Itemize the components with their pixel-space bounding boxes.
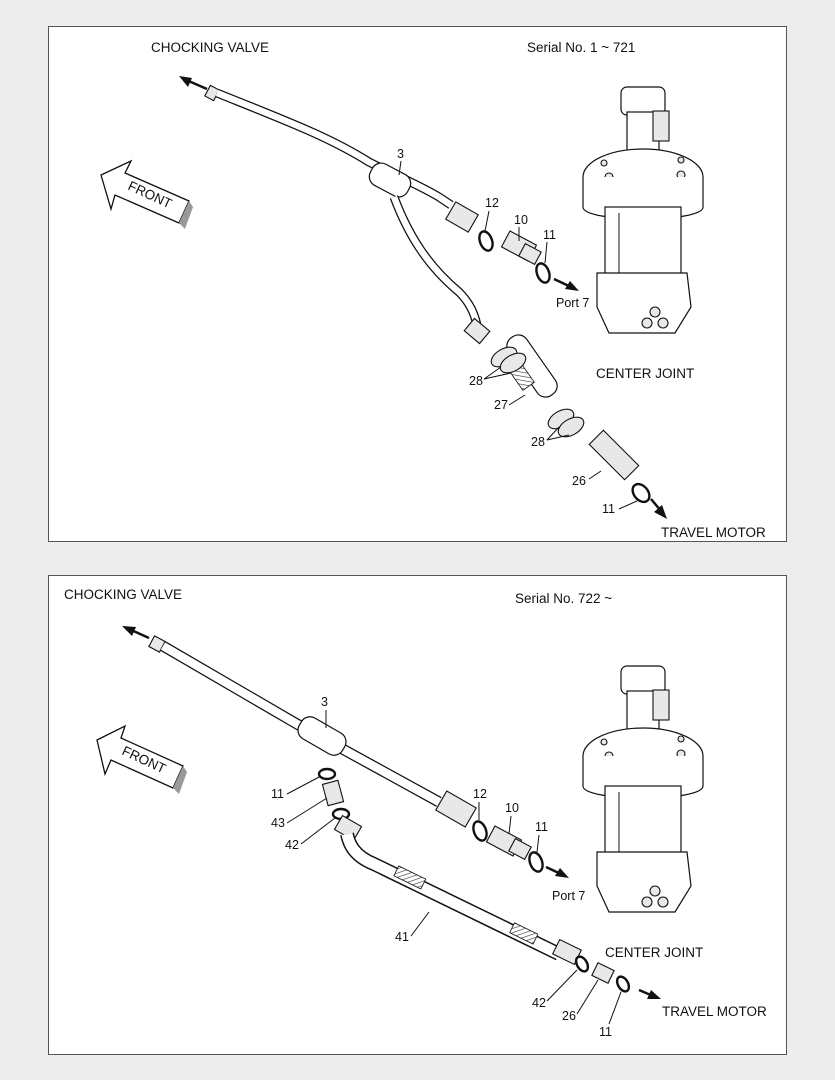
o-ring-12 [478, 230, 494, 252]
o-ring-12 [472, 820, 488, 842]
o-ring-11-top [528, 851, 544, 873]
chocking-valve-label: CHOCKING VALVE [151, 40, 269, 55]
center-joint-label: CENTER JOINT [596, 366, 694, 381]
front-arrow-icon: FRONT [100, 159, 193, 229]
callout-26: 26 [572, 474, 586, 488]
callout-11-end: 11 [599, 1025, 612, 1039]
o-ring-11-end [615, 975, 631, 993]
callout-11-top: 11 [535, 820, 548, 834]
callout-27: 27 [494, 398, 508, 412]
callout-26: 26 [562, 1009, 576, 1023]
callout-11-branch: 11 [271, 787, 284, 801]
port-7-label: Port 7 [552, 889, 585, 903]
callout-3: 3 [321, 695, 328, 709]
center-joint-illustration [582, 86, 704, 334]
callout-11-bottom: 11 [602, 502, 615, 516]
serial-number-label: Serial No. 722 ~ [515, 591, 612, 606]
center-joint-label: CENTER JOINT [605, 945, 703, 960]
o-ring-42-end [574, 955, 590, 973]
parts-diagram-2: CHOCKING VALVE Serial No. 722 ~ 3 12 10 … [64, 587, 767, 1039]
diagram-panel-serial-1-721: CHOCKING VALVE Serial No. 1 ~ 721 3 12 1… [48, 26, 787, 542]
callout-28-bottom: 28 [531, 435, 545, 449]
hose-clamp-28-bottom [547, 408, 585, 438]
parts-diagram-1: CHOCKING VALVE Serial No. 1 ~ 721 3 12 1… [100, 40, 766, 540]
arrow-to-chocking-valve-icon [179, 76, 208, 91]
serial-number-label: Serial No. 1 ~ 721 [527, 40, 635, 55]
callout-42-branch: 42 [285, 838, 299, 852]
diagram-panel-serial-722: CHOCKING VALVE Serial No. 722 ~ 3 12 10 … [48, 575, 787, 1055]
fitting-26 [591, 962, 615, 984]
hose-41 [333, 814, 583, 966]
arrow-to-chocking-valve-icon [122, 626, 150, 640]
adapter-10 [485, 825, 532, 861]
hose-assembly-3 [204, 84, 491, 345]
arrow-to-travel-motor-icon [650, 498, 667, 519]
hose-clamp-28-top [490, 346, 527, 374]
callout-28-top: 28 [469, 374, 483, 388]
hose-assembly-3 [148, 635, 477, 828]
callout-11-top: 11 [543, 228, 556, 242]
callout-43: 43 [271, 816, 285, 830]
callout-12: 12 [473, 787, 487, 801]
o-ring-11-bottom [631, 482, 651, 504]
arrow-to-travel-motor-icon [638, 988, 661, 999]
travel-motor-label: TRAVEL MOTOR [662, 1004, 767, 1019]
arrow-to-port-7-icon [553, 277, 579, 291]
callout-10: 10 [505, 801, 519, 815]
callout-42-end: 42 [532, 996, 546, 1010]
port-7-label: Port 7 [556, 296, 589, 310]
center-joint-illustration [582, 665, 704, 913]
callout-10: 10 [514, 213, 528, 227]
adapter-10 [500, 230, 542, 266]
front-arrow-icon: FRONT [96, 724, 187, 794]
arrow-to-port-7-icon [545, 865, 569, 878]
callout-3: 3 [397, 147, 404, 161]
travel-motor-label: TRAVEL MOTOR [661, 525, 766, 540]
chocking-valve-label: CHOCKING VALVE [64, 587, 182, 602]
callout-12: 12 [485, 196, 499, 210]
o-ring-11-branch [317, 767, 337, 781]
adapter-43 [321, 779, 345, 807]
fitting-26 [588, 429, 640, 481]
o-ring-11-top [535, 262, 551, 284]
callout-41: 41 [395, 930, 409, 944]
